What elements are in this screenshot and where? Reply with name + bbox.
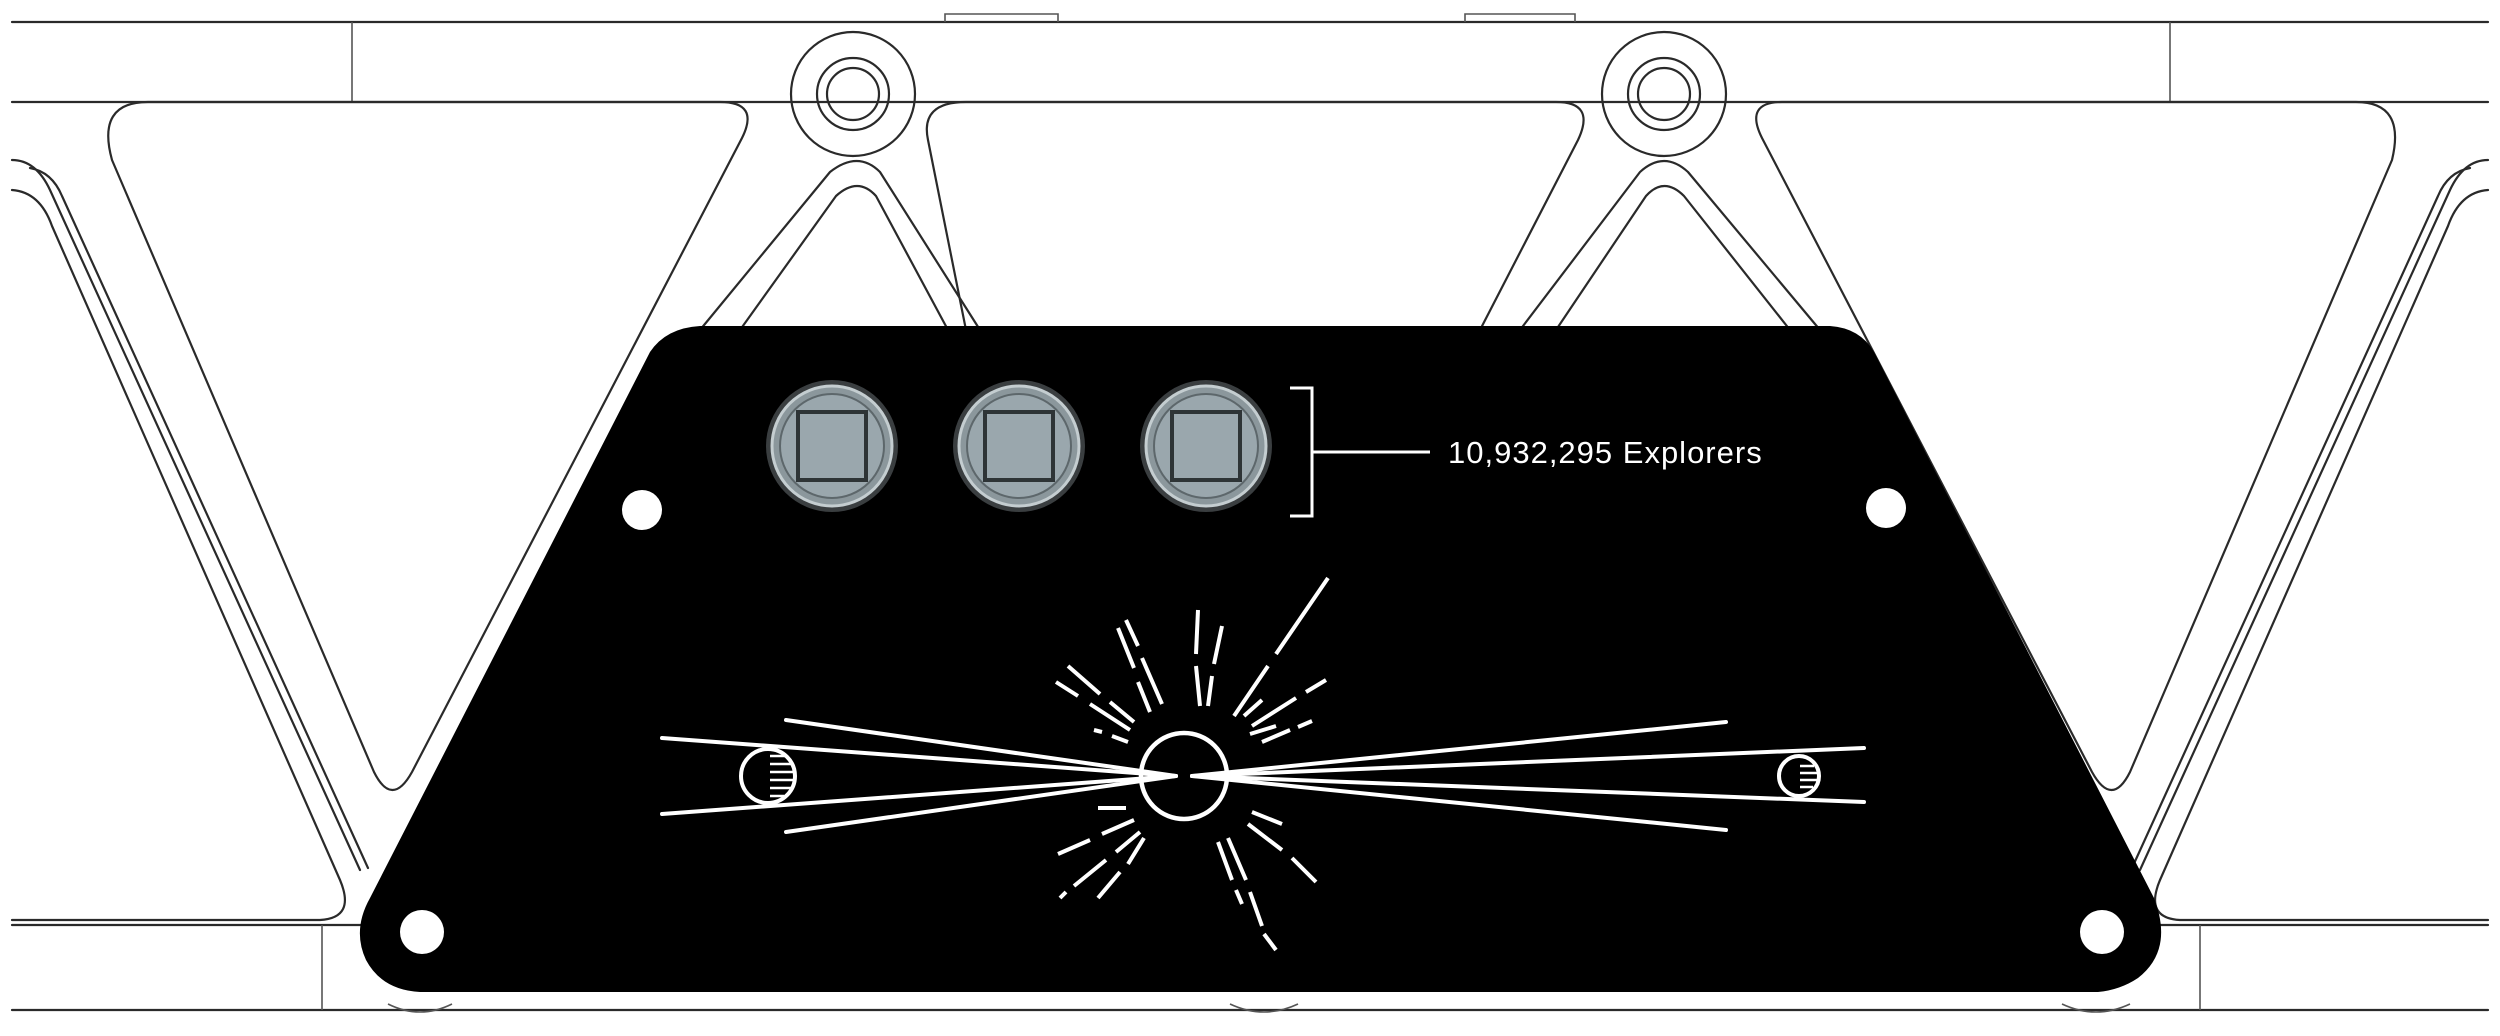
pulsar-line	[1058, 830, 1142, 900]
strut-left-inner	[28, 166, 370, 870]
light-ray	[1190, 774, 1866, 804]
pulsar-line	[1251, 810, 1283, 826]
truss-joint-right-ring	[1626, 56, 1702, 132]
pulsar-line	[1216, 841, 1244, 905]
strut-right-outer	[2138, 158, 2490, 872]
frame-opening-4	[10, 188, 346, 922]
pulsar-line	[1206, 625, 1224, 707]
top-tab-left	[944, 13, 1059, 22]
planet-icon	[1777, 754, 1821, 798]
solar-system-engraving	[660, 576, 1866, 952]
mounting-hole-icon	[2080, 910, 2124, 954]
bottom-bump-left	[387, 1003, 453, 1013]
microchip-group	[766, 380, 1272, 512]
pulsar-line	[1057, 818, 1135, 856]
microchip-icon	[766, 380, 898, 512]
mounting-hole-icon	[400, 910, 444, 954]
microchip-icon	[1140, 380, 1272, 512]
frame-opening-3	[1755, 100, 2397, 791]
truss-joint-right	[1600, 30, 1728, 158]
light-ray	[660, 736, 1178, 778]
light-ray	[784, 774, 1178, 834]
pulsar-line	[1242, 698, 1264, 718]
pulsar-line	[1194, 609, 1202, 707]
microchip-icon	[953, 380, 1085, 512]
mounting-hole-icon	[1866, 488, 1906, 528]
truss-joint-left-core	[825, 66, 881, 122]
planet-icon	[739, 747, 797, 805]
pulsar-line	[1226, 837, 1278, 952]
mounting-hole-icon	[622, 490, 662, 530]
light-ray	[1190, 720, 1728, 778]
strut-v-left-a	[698, 159, 982, 332]
pulsar-line	[1093, 728, 1129, 744]
pulsar-line	[1124, 619, 1164, 705]
truss-frame	[10, 13, 2490, 1013]
pulsar-line	[1066, 664, 1136, 724]
pulsar-line	[1246, 822, 1318, 884]
pulsar-line	[1054, 680, 1132, 732]
light-ray	[1190, 746, 1866, 778]
truss-joint-left-ring	[815, 56, 891, 132]
bottom-bump-center	[1229, 1003, 1299, 1013]
strut-left-outer	[10, 158, 362, 872]
pulsar-line	[1249, 724, 1277, 736]
light-ray	[784, 718, 1178, 778]
strut-v-left-b	[738, 184, 950, 332]
pulsar-line	[1096, 836, 1146, 900]
explorer-count-label: 10,932,295 Explorers	[1448, 435, 1763, 470]
top-tab-right	[1464, 13, 1576, 22]
pulsar-line	[1261, 719, 1313, 744]
pulsar-line	[1250, 678, 1328, 728]
truss-joint-left	[789, 30, 917, 158]
light-ray	[660, 774, 1178, 816]
pulsar-line	[1116, 627, 1152, 713]
strut-right-inner	[2130, 166, 2472, 870]
strut-v-right-a	[1518, 159, 1822, 332]
frame-opening-5	[2154, 188, 2490, 922]
light-ray	[1190, 774, 1728, 832]
bottom-bump-right	[2061, 1003, 2131, 1013]
pulsar-line	[1232, 576, 1330, 718]
frame-opening-1	[107, 100, 749, 791]
frame-opening-2	[925, 100, 1585, 332]
mounting-holes	[400, 488, 2124, 954]
truss-joint-right-core	[1636, 66, 1692, 122]
strut-v-right-b	[1554, 184, 1792, 332]
